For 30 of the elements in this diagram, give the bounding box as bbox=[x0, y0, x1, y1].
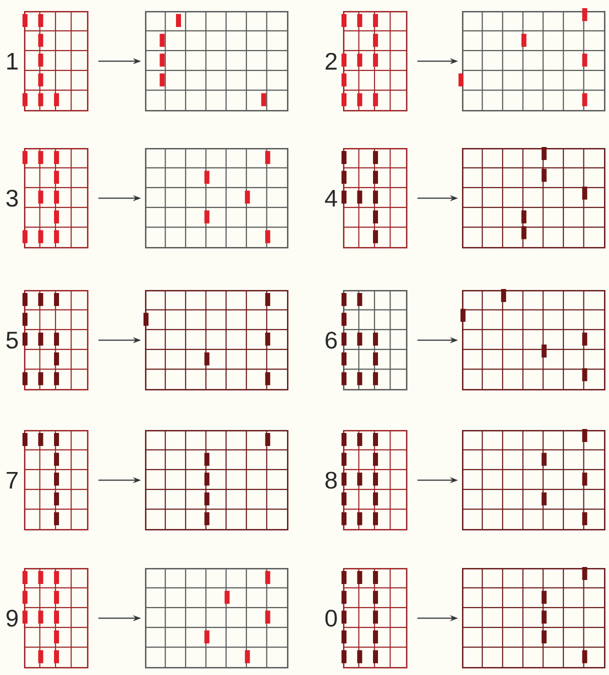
digit-label: 7 bbox=[6, 472, 18, 488]
grid-drawing bbox=[462, 147, 606, 248]
digit-label: 3 bbox=[6, 190, 18, 207]
grid-drawing bbox=[342, 290, 408, 390]
grid-drawing bbox=[22, 290, 88, 390]
grid-drawing bbox=[342, 430, 408, 530]
grid-drawing bbox=[145, 148, 288, 248]
digit-label: 8 bbox=[325, 472, 337, 489]
grid-drawing bbox=[145, 568, 288, 668]
digit-label: 0 bbox=[325, 610, 337, 627]
grid-drawing bbox=[22, 11, 88, 112]
digit-label: 1 bbox=[7, 52, 18, 70]
grid-drawing bbox=[458, 8, 606, 112]
grid-drawing bbox=[22, 148, 88, 248]
grid-drawing bbox=[460, 289, 606, 390]
grid-drawing bbox=[342, 11, 408, 112]
grid-drawing bbox=[462, 429, 606, 530]
digit-label: 6 bbox=[326, 332, 337, 349]
digit-label: 9 bbox=[6, 610, 18, 627]
digit-label: 2 bbox=[326, 52, 337, 70]
grid-drawing bbox=[22, 568, 88, 668]
grid-drawing bbox=[22, 430, 88, 530]
grid-drawing bbox=[145, 430, 288, 530]
grid-drawing bbox=[462, 567, 606, 668]
grid-drawing bbox=[342, 568, 408, 668]
grid-drawing bbox=[342, 148, 408, 248]
grid-drawing bbox=[145, 11, 288, 112]
digit-label: 4 bbox=[325, 190, 338, 206]
grid-drawing bbox=[144, 290, 288, 390]
digit-label: 5 bbox=[6, 332, 18, 349]
